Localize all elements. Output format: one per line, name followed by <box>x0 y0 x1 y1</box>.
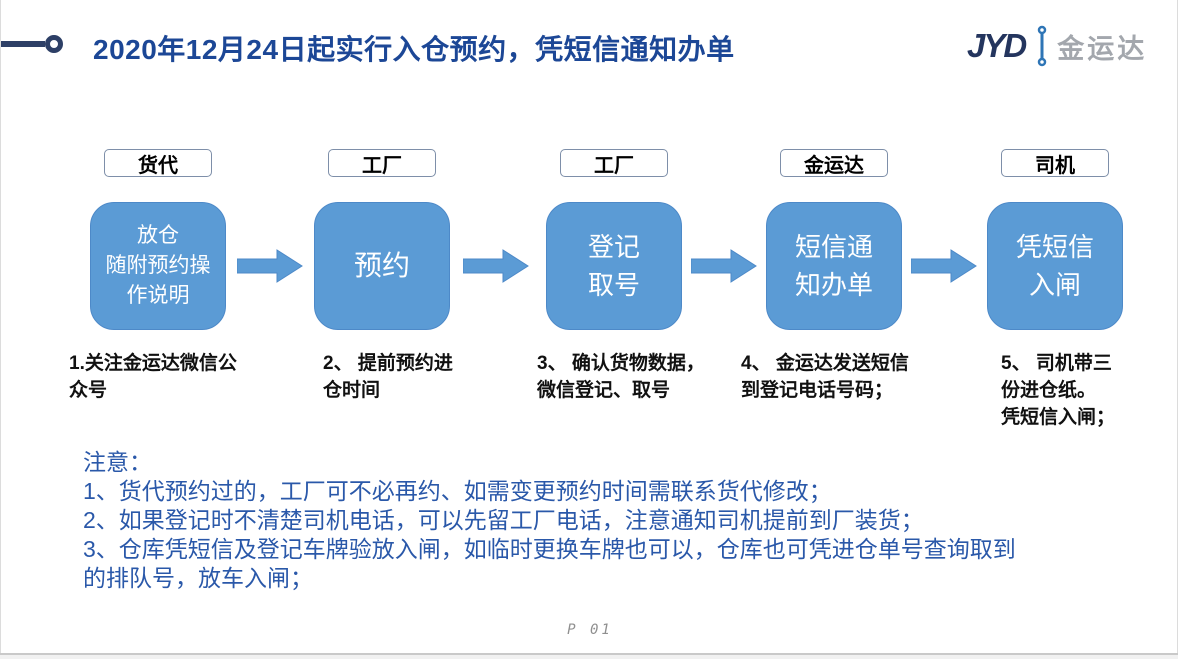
actor-label-driver: 司机 <box>1001 149 1109 177</box>
company-logo: JYD 金运达 <box>967 24 1147 68</box>
flow-arrow-icon <box>911 249 977 283</box>
note-item-2: 2、如果登记时不清楚司机电话，可以先留工厂电话，注意通知司机提前到厂装货； <box>83 507 924 533</box>
bottom-margin-strip <box>0 655 1178 659</box>
process-box-booking: 预约 <box>314 202 450 330</box>
logo-company-name: 金运达 <box>1057 33 1148 64</box>
flow-arrow-icon <box>463 249 529 283</box>
notes-heading: 注意： <box>83 449 152 475</box>
process-box-gate-entry: 凭短信 入闸 <box>987 202 1123 330</box>
process-box-sms-notify: 短信通 知办单 <box>766 202 902 330</box>
page-title: 2020年12月24日起实行入仓预约，凭短信通知办单 <box>93 34 735 65</box>
step-description-5: 5、 司机带三 份进仓纸。 凭短信入闸； <box>1001 353 1116 428</box>
flow-arrow-icon <box>691 249 757 283</box>
bottom-divider <box>0 653 1178 655</box>
page-number: P 01 <box>567 622 613 638</box>
actor-label-forwarder: 货代 <box>104 149 212 177</box>
title-rule-icon <box>1 35 63 53</box>
flow-arrow-icon <box>237 249 303 283</box>
note-item-3: 3、仓库凭短信及登记车牌验放入闸，如临时更换车牌也可以，仓库也可凭进仓单号查询取… <box>83 536 1016 591</box>
step-description-1: 1.关注金运达微信公 众号 <box>69 353 237 401</box>
notes-section: 注意： 1、货代预约过的，工厂可不必再约、如需变更预约时间需联系货代修改； 2、… <box>83 448 1063 593</box>
process-box-register: 登记 取号 <box>546 202 682 330</box>
logo-abbr-text: JYD <box>967 27 1027 64</box>
actor-label-jyd: 金运达 <box>780 149 888 177</box>
logo-divider-icon <box>1037 25 1047 67</box>
step-description-2: 2、 提前预约进 仓时间 <box>323 353 453 401</box>
actor-label-factory-1: 工厂 <box>328 149 436 177</box>
process-box-release: 放仓 随附预约操 作说明 <box>90 202 226 330</box>
step-description-3: 3、 确认货物数据， 微信登记、取号 <box>537 353 705 401</box>
note-item-1: 1、货代预约过的，工厂可不必再约、如需变更预约时间需联系货代修改； <box>83 478 832 504</box>
actor-label-factory-2: 工厂 <box>560 149 668 177</box>
step-description-4: 4、 金运达发送短信 到登记电话号码； <box>741 353 909 401</box>
